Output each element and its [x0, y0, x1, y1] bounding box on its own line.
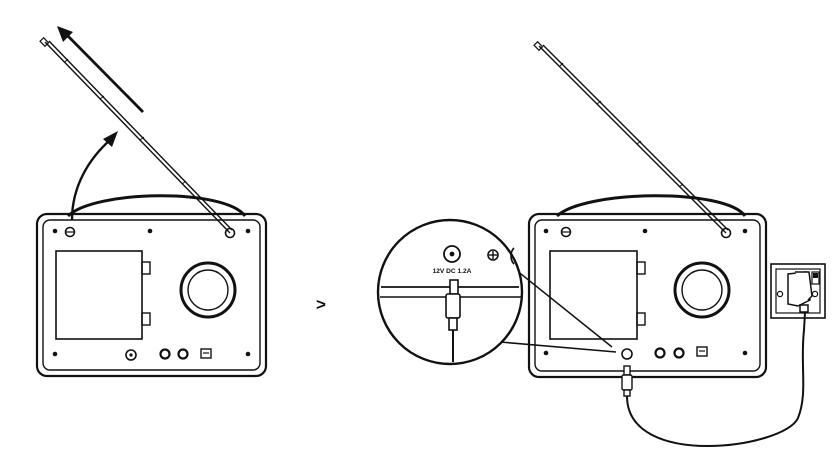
- left-port: [159, 348, 171, 360]
- left-radio-handle: [66, 194, 247, 218]
- right-antenna: [533, 40, 729, 234]
- right-usb-port: [696, 346, 708, 357]
- left-antenna: [39, 36, 233, 234]
- callout-dc-plug: [445, 279, 461, 362]
- right-port: [654, 347, 666, 359]
- right-radio: [527, 194, 768, 379]
- right-speaker: [673, 261, 731, 319]
- left-dc-port: [125, 349, 137, 361]
- callout-dc-jack: [443, 245, 461, 263]
- left-speaker: [179, 261, 237, 319]
- right-screws: [543, 228, 748, 356]
- left-screw: [64, 226, 76, 238]
- step-arrow: >: [316, 295, 326, 314]
- right-screw: [560, 226, 572, 238]
- callout-magnifier: 12V DC 1.2A: [376, 218, 524, 366]
- power-label: 12V DC 1.2A: [433, 268, 472, 275]
- power-adapter: [787, 271, 813, 313]
- right-battery-cover: [549, 250, 638, 340]
- right-port: [673, 347, 685, 359]
- left-battery-cover: [55, 250, 143, 340]
- right-radio-handle: [555, 194, 747, 218]
- raise-arrow: [70, 131, 118, 221]
- callout-screw-icon: [487, 249, 499, 261]
- left-port: [177, 348, 189, 360]
- power-cable: [626, 311, 806, 447]
- extend-arrow: [57, 26, 144, 113]
- right-dc-port: [621, 348, 633, 360]
- left-radio: [35, 194, 268, 378]
- right-radio-body: [527, 212, 768, 379]
- power-plug-small: [621, 365, 633, 397]
- left-screws: [52, 228, 251, 357]
- left-radio-body: [35, 212, 268, 378]
- left-usb-port: [200, 348, 212, 359]
